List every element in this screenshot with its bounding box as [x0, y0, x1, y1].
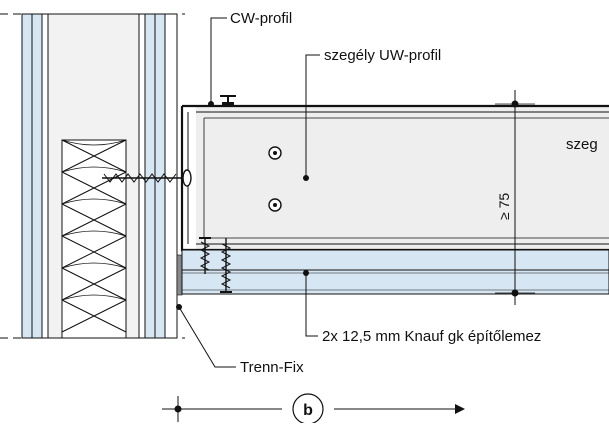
gypsum-board-2 — [181, 269, 609, 295]
existing-wall — [0, 13, 185, 339]
dimension-line — [495, 90, 535, 305]
gypsum-board-1 — [181, 249, 609, 271]
cw-profil-leader — [210, 17, 227, 104]
boards-label: 2x 12,5 mm Knauf gk építőlemez — [322, 328, 541, 345]
drywall-screw-1 — [199, 237, 211, 274]
dimension-label: ≥ 75 — [496, 193, 512, 220]
partial-right-label: szeg — [566, 136, 598, 153]
wall-board-outer-left — [21, 13, 33, 339]
drywall-screw-2 — [220, 238, 232, 293]
section-marker — [162, 393, 465, 425]
screw-head-upper — [268, 146, 282, 160]
wall-board-right-2 — [154, 13, 166, 339]
trenn-fix-leader — [178, 306, 236, 368]
anchor-screw — [102, 169, 192, 187]
gypsum-boards — [181, 249, 609, 295]
trenn-fix-strip — [176, 254, 183, 296]
section-marker-label: b — [303, 402, 313, 419]
cw-profil-label: CW-profil — [230, 10, 292, 27]
screw-head-lower — [268, 198, 282, 212]
uw-profil-label: szegély UW-profil — [324, 47, 441, 64]
uw-profile — [196, 104, 609, 252]
wall-insulation — [61, 139, 127, 333]
trenn-fix-label: Trenn-Fix — [240, 359, 304, 376]
uw-profil-leader — [305, 54, 320, 178]
wall-board-left-2 — [31, 13, 43, 339]
boards-leader — [305, 273, 318, 337]
